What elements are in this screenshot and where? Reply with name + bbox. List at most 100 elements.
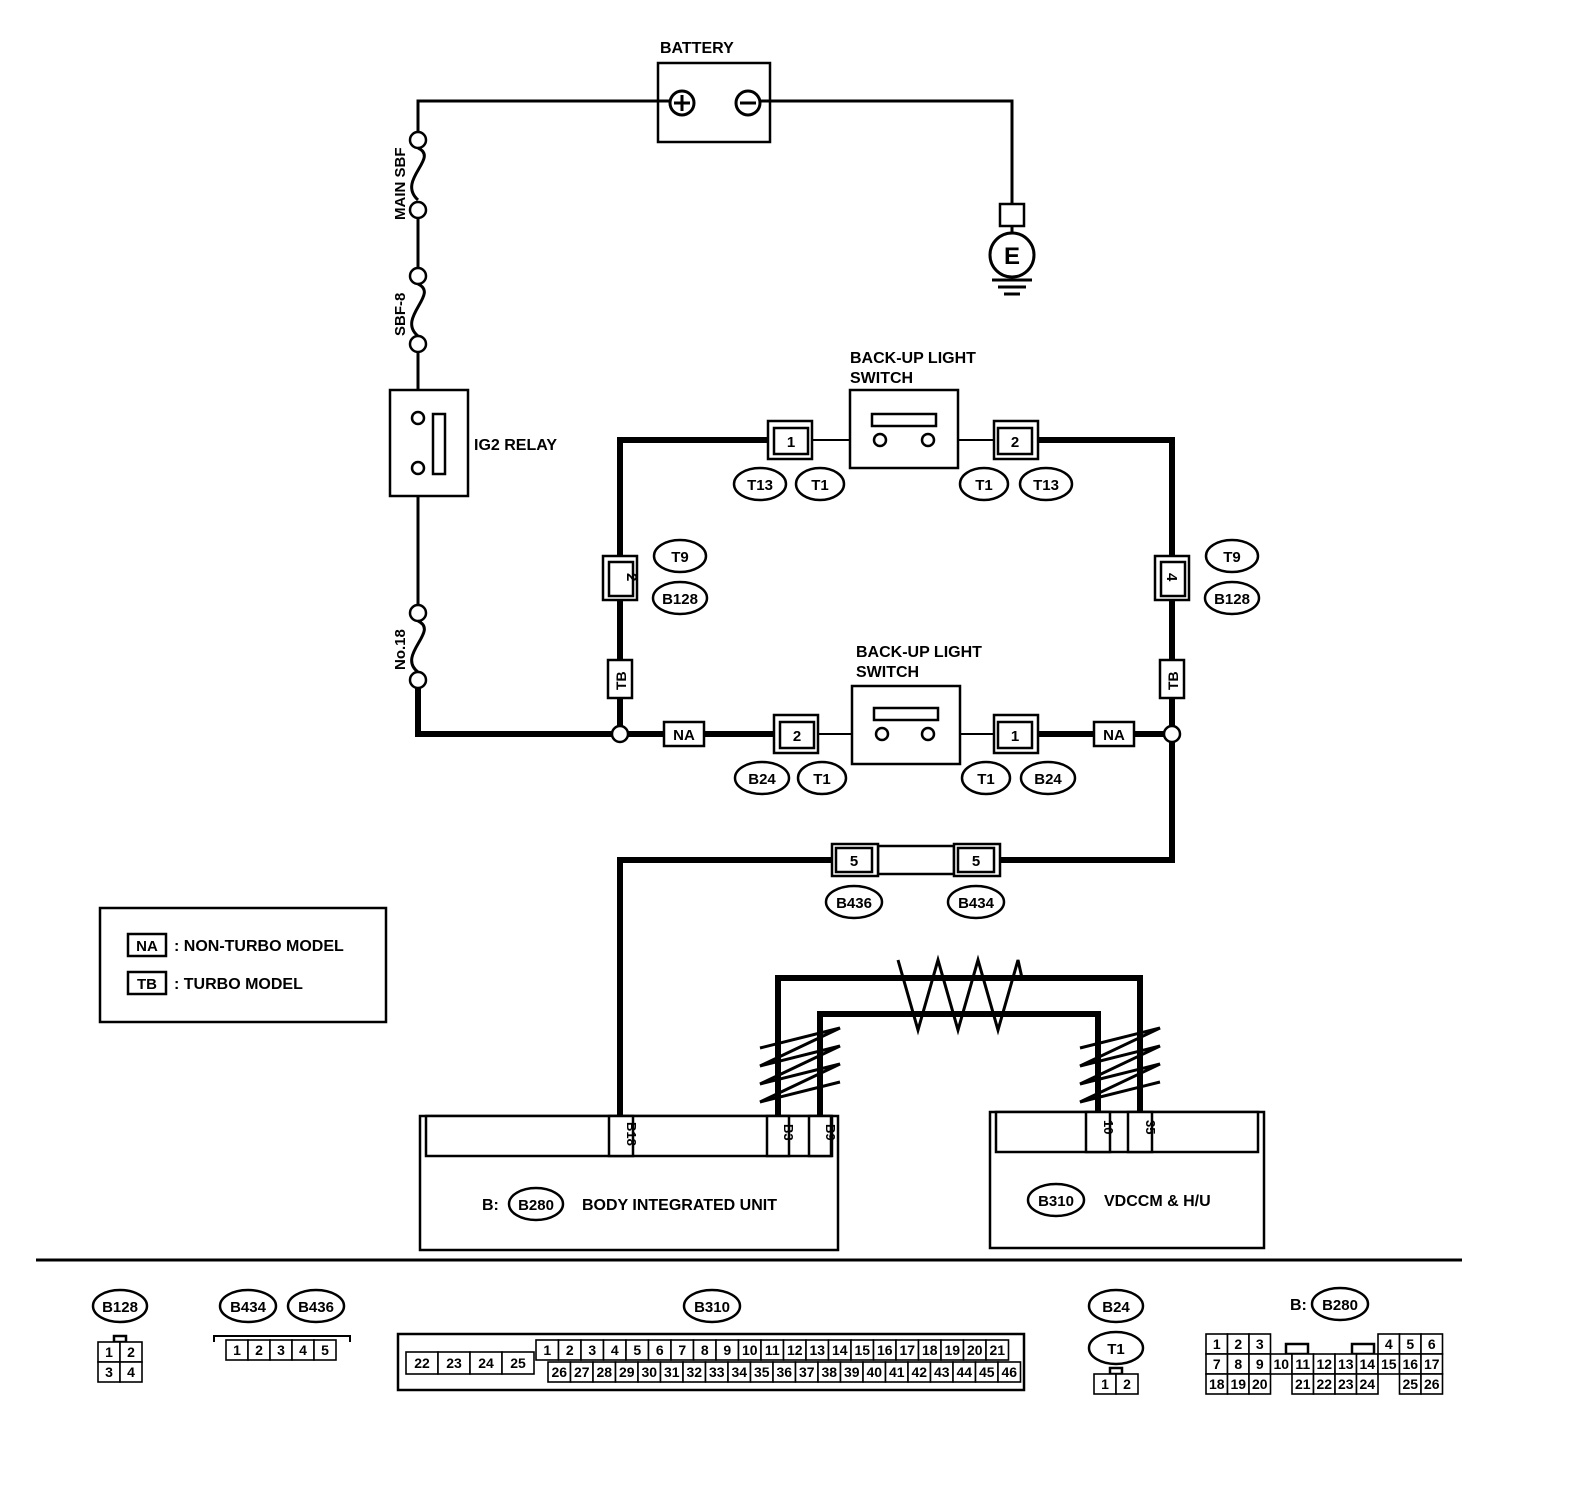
ig2-relay <box>388 388 470 498</box>
b280-pin-23-label: 23 <box>1338 1376 1354 1392</box>
conn-t13-top-right <box>1018 466 1074 502</box>
pin-b9-text: B9 <box>823 1124 838 1141</box>
b310-pin-11-label: 11 <box>765 1342 780 1358</box>
pin-t9-right <box>1159 560 1187 598</box>
pin-35-text: 35 <box>1143 1120 1158 1134</box>
b128-pin-3-label: 3 <box>105 1364 113 1380</box>
legend-na-code: NA <box>136 938 158 955</box>
b280-pin-19-label: 19 <box>1230 1376 1246 1392</box>
b310-pin-35-label: 35 <box>754 1364 770 1380</box>
b280-pin-4-label: 4 <box>1385 1336 1393 1352</box>
no18-fuse <box>410 619 426 674</box>
pin-b3-text: B3 <box>781 1124 796 1141</box>
conn-b310 <box>1026 1182 1086 1218</box>
b310-pin-18-label: 18 <box>922 1342 938 1358</box>
b280-pin-8-label: 8 <box>1234 1356 1242 1372</box>
b434-pin-3-label: 3 <box>277 1342 285 1358</box>
conn-t1-bottom-right-text: T1 <box>977 771 995 788</box>
b310-pin-38-label: 38 <box>821 1364 837 1380</box>
conn-t1-top-right <box>958 466 1010 502</box>
b310-pin-5-label: 5 <box>633 1342 641 1358</box>
conn-t9-right-text: T9 <box>1223 549 1241 566</box>
pinout-b434-label: B434 <box>230 1299 267 1316</box>
conn-b434 <box>946 884 1006 920</box>
conn-b24-bottom-right <box>1019 760 1077 796</box>
pinout-b24-label: B24 <box>1102 1299 1130 1316</box>
pin-bottom-right-text: 1 <box>1011 728 1019 745</box>
pin-top-left-text: 1 <box>787 434 795 451</box>
conn-b436 <box>824 884 884 920</box>
conn-b128-left-text: B128 <box>662 591 698 608</box>
b310-pin-9-label: 9 <box>723 1342 731 1358</box>
switch-top-label-1: BACK-UP LIGHT <box>850 350 976 367</box>
pin-t9-left <box>607 560 635 598</box>
pin-10-text: 10 <box>1101 1120 1116 1134</box>
pin-35 <box>1126 1110 1154 1154</box>
conn-t1-bottom-left <box>796 760 848 796</box>
feed-to-body-unit-wire <box>978 734 1175 863</box>
body-integrated-unit: B18 B3 B9 B: B280 BODY INTEGRATED UNIT <box>418 1114 840 1252</box>
b310-pin-46 <box>997 1361 1022 1383</box>
switch-top-label-2: SWITCH <box>850 370 913 387</box>
na-marker-left <box>662 720 706 748</box>
conn-b434-text: B434 <box>958 895 995 912</box>
b280-pin-11-label: 11 <box>1295 1356 1310 1372</box>
b280-pin-1-label: 1 <box>1213 1336 1221 1352</box>
main-sbf-label: MAIN SBF <box>392 148 409 221</box>
b310-pin-32-label: 32 <box>686 1364 702 1380</box>
b24-pin-2 <box>1115 1373 1139 1395</box>
junction-left <box>610 724 630 744</box>
battery-positive-wire <box>416 99 670 140</box>
ground-label: E <box>1004 243 1020 270</box>
pin-top-right-text: 2 <box>1011 434 1019 451</box>
b280-pin-2-label: 2 <box>1234 1336 1242 1352</box>
pin-b18-text: B18 <box>624 1122 639 1146</box>
junction-right <box>1162 724 1182 744</box>
pin-b434-text: 5 <box>972 853 980 870</box>
b310-pin-7-label: 7 <box>678 1342 686 1358</box>
pin-top-right <box>996 426 1034 456</box>
battery-label: BATTERY <box>660 40 734 57</box>
b310-pin-4-label: 4 <box>611 1342 619 1358</box>
b280-pin-22-label: 22 <box>1316 1376 1332 1392</box>
b310-pin-40-label: 40 <box>866 1364 882 1380</box>
conn-t1-top-right-text: T1 <box>975 477 993 494</box>
ig2-relay-label: IG2 RELAY <box>474 437 557 454</box>
pin-b434 <box>956 846 996 874</box>
main-sbf-fuse <box>410 146 426 202</box>
pinout-b436-label: B436 <box>298 1299 334 1316</box>
b280-pin-16-label: 16 <box>1402 1356 1418 1372</box>
conn-t13-top-left-text: T13 <box>747 477 773 494</box>
legend: NA : NON-TURBO MODEL TB : TURBO MODEL <box>98 906 388 1024</box>
conn-t9-right <box>1204 538 1260 574</box>
conn-b310-text: B310 <box>1038 1193 1074 1210</box>
b280-pin-26 <box>1420 1373 1444 1395</box>
b310-pin-15-label: 15 <box>854 1342 870 1358</box>
conn-b24-bottom-left-text: B24 <box>748 771 776 788</box>
conn-b280 <box>507 1186 565 1222</box>
battery-negative-terminal <box>734 89 762 117</box>
switch-bottom-label-2: SWITCH <box>856 664 919 681</box>
b310-pin-12-label: 12 <box>787 1342 803 1358</box>
vdccm-unit: 10 35 B310 VDCCM & H/U <box>988 1110 1266 1250</box>
b310-pin-45-label: 45 <box>979 1364 995 1380</box>
b310-pin-43-label: 43 <box>934 1364 950 1380</box>
b310-pin-21 <box>985 1339 1010 1361</box>
switch-wiring: TB TB NA NA 2 4 T9 B128 T9 B128 <box>601 437 1261 1118</box>
pin-bottom-right <box>996 720 1034 750</box>
power-feed-wire <box>415 688 620 737</box>
ground-connector <box>998 202 1026 228</box>
b310-pin-20-label: 20 <box>967 1342 983 1358</box>
b280-pin-20-label: 20 <box>1252 1376 1268 1392</box>
pinout-t1-label: T1 <box>1107 1341 1125 1358</box>
b310-pin-41-label: 41 <box>889 1364 905 1380</box>
b434-pin-5-label: 5 <box>321 1342 329 1358</box>
b280-pin-20 <box>1248 1373 1272 1395</box>
conn-b280-text: B280 <box>518 1197 554 1214</box>
b434-pin-5 <box>313 1339 337 1361</box>
